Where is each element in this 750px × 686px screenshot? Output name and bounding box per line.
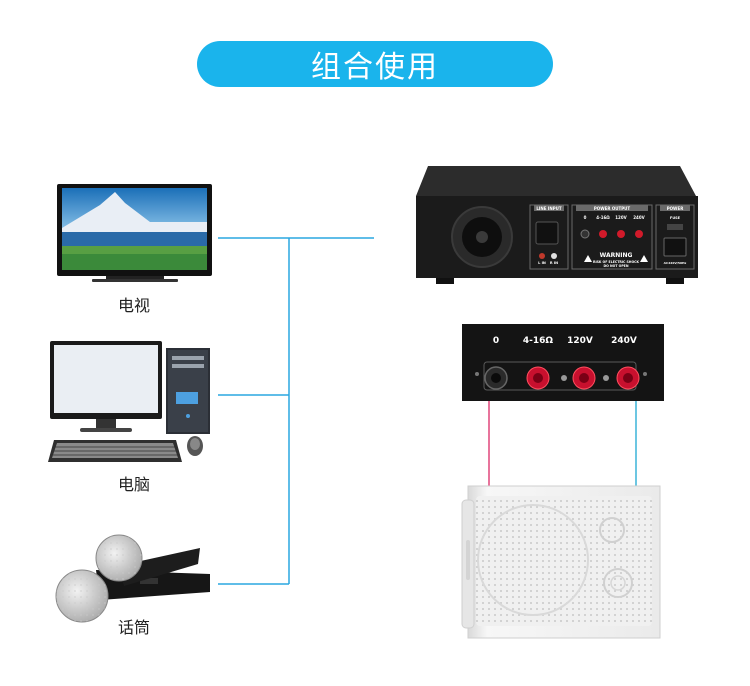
amplifier-rear-panel: LINE INPUT POWER OUTPUT POWER L IN R IN … <box>416 166 698 284</box>
wall-speaker-icon <box>461 485 661 639</box>
amp-ac-label: AC220V/50Hz <box>664 261 687 265</box>
amp-terminal-1: 4-16Ω <box>596 215 610 220</box>
title-banner: 组合使用 <box>197 41 553 87</box>
terminal-label-3: 240V <box>611 336 637 346</box>
amp-warning-label: WARNING <box>600 252 633 259</box>
amp-terminal-2: 120V <box>615 215 627 220</box>
amp-fuse-label: FUSE <box>670 216 681 220</box>
microphone-label: 话筒 <box>117 618 150 637</box>
connection-lines <box>218 237 374 585</box>
microphone-icon <box>55 534 210 623</box>
terminal-label-1: 4-16Ω <box>523 336 554 346</box>
tv-icon <box>57 184 212 282</box>
amp-power-label: POWER <box>667 206 684 211</box>
computer-label: 电脑 <box>117 475 150 494</box>
terminal-label-2: 120V <box>567 336 593 346</box>
amp-terminal-3: 240V <box>633 215 645 220</box>
amp-warning-line1: RISK OF ELECTRIC SHOCK <box>593 260 640 264</box>
amp-terminal-0: 0 <box>584 215 587 220</box>
amp-lin-label: L IN <box>538 261 546 265</box>
title-text: 组合使用 <box>311 50 439 85</box>
amp-warning-line2: DO NOT OPEN <box>603 264 628 268</box>
tv-label: 电视 <box>117 296 150 315</box>
amp-line-input-label: LINE INPUT <box>536 206 562 211</box>
amp-power-output-label: POWER OUTPUT <box>594 206 631 211</box>
terminal-panel: 0 4-16Ω 120V 240V <box>462 324 664 401</box>
speaker-wires <box>488 401 637 486</box>
amp-rin-label: R IN <box>550 261 558 265</box>
desktop-computer-icon <box>48 341 210 462</box>
terminal-label-0: 0 <box>493 336 499 346</box>
